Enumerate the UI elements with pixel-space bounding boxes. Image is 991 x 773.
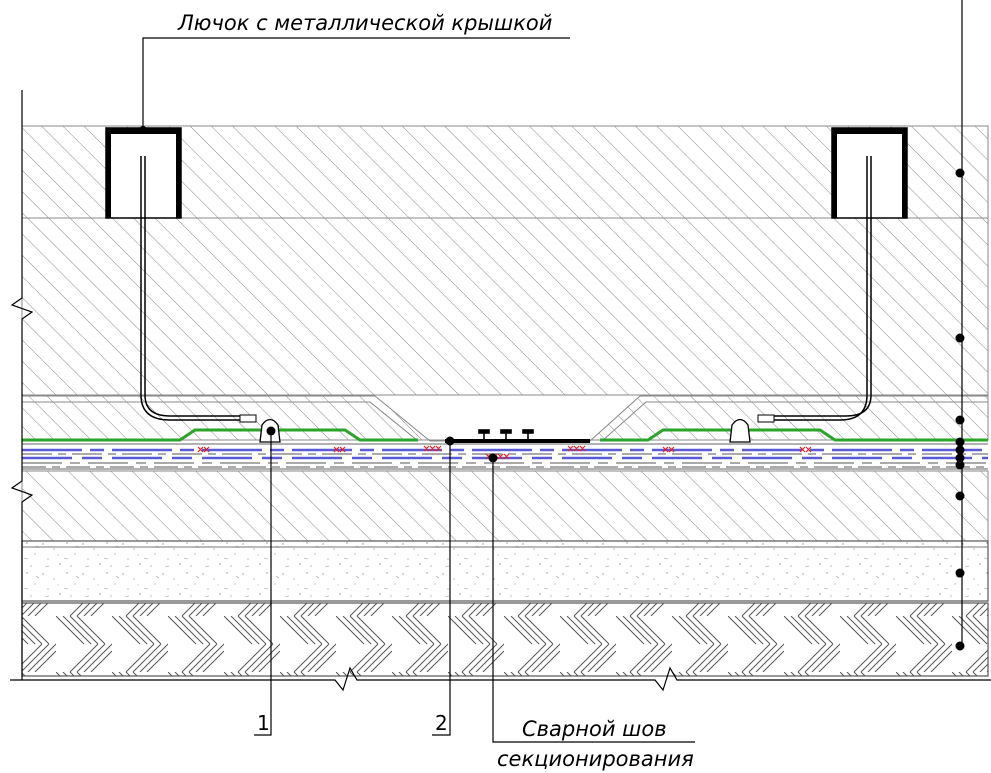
break-lines bbox=[10, 90, 991, 692]
sand-layer bbox=[21, 540, 989, 602]
callout-2-label: 2 bbox=[435, 711, 448, 735]
leader-dots bbox=[139, 126, 965, 651]
access-hatch-left bbox=[105, 127, 182, 219]
section-weld-plate bbox=[445, 429, 590, 443]
leader-lines bbox=[142, 0, 963, 743]
lower-concrete-layer bbox=[21, 470, 989, 542]
access-hatch-right bbox=[831, 127, 908, 219]
screed-layer bbox=[21, 395, 989, 442]
main-concrete-layer bbox=[21, 217, 989, 396]
weld-label-line2: секционирования bbox=[497, 747, 694, 771]
membrane-layers bbox=[22, 428, 988, 470]
control-tubes bbox=[140, 156, 872, 423]
weld-label-line1: Сварной шов bbox=[522, 717, 667, 741]
top-slab-layer bbox=[21, 125, 989, 219]
callout-1-label: 1 bbox=[257, 711, 270, 735]
soil-layer bbox=[21, 602, 989, 677]
hatch-label: Лючок с металлической крышкой bbox=[177, 11, 552, 35]
